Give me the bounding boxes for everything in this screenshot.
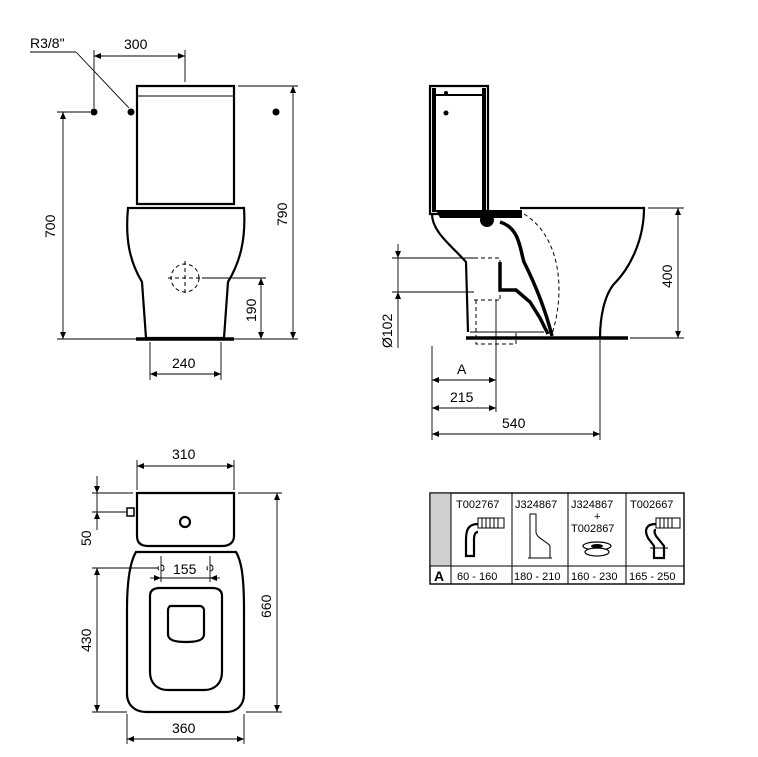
- dim-215-label: 215: [450, 389, 474, 405]
- front-view: R3/8" 300 700 790 190 240: [30, 35, 298, 380]
- dim-190-label: 190: [243, 298, 259, 322]
- wall-fixing-left-icon: [90, 108, 98, 116]
- connector-plus-3: +: [594, 511, 600, 523]
- top-bowl-water: [166, 604, 206, 644]
- dim-300-label: 300: [124, 36, 148, 52]
- front-pan: [126, 206, 246, 340]
- side-pan-bowl: [520, 206, 646, 339]
- connector-range-2: 180 - 210: [514, 571, 560, 583]
- top-view: 310 50 660 155 430 360: [78, 446, 282, 744]
- connector-range-4: 165 - 250: [629, 571, 675, 583]
- connector-code-4: T002667: [630, 499, 673, 511]
- top-inlet-icon: [126, 507, 135, 517]
- dim-102-label: Ø102: [379, 314, 395, 348]
- dim-310-label: 310: [172, 446, 196, 462]
- side-view: 400 Ø102 A 215 540: [379, 84, 684, 440]
- dim-400-label: 400: [659, 264, 675, 288]
- top-bowl: [148, 586, 224, 692]
- dim-a-label: A: [457, 361, 467, 377]
- thread-size-label: R3/8": [30, 35, 65, 51]
- wall-fixing-right-icon: [272, 108, 280, 116]
- top-cistern: [135, 491, 236, 548]
- dim-155-label: 155: [173, 561, 197, 577]
- dim-790-label: 790: [274, 202, 290, 226]
- connector-code-3: J324867: [571, 499, 613, 511]
- connector-bend-icon: [464, 517, 505, 558]
- table-row-label: A: [434, 568, 444, 584]
- dim-240-label: 240: [172, 355, 196, 371]
- connector-table: A T002767 60 - 160 J324867 180 - 210 J32…: [429, 492, 685, 585]
- dim-540-label: 540: [502, 415, 526, 431]
- dim-360-label: 360: [172, 720, 196, 736]
- water-inlet-icon: [127, 108, 135, 116]
- connector-range-3: 160 - 230: [571, 571, 617, 583]
- connector-code-1: T002767: [456, 499, 499, 511]
- connector-range-1: 60 - 160: [457, 571, 497, 583]
- flush-button-icon: [178, 515, 192, 529]
- connector-straight-icon: [528, 513, 552, 559]
- connector-seal-icon: [582, 541, 612, 557]
- dim-430-label: 430: [78, 628, 94, 652]
- connector-code-2: J324867: [515, 499, 557, 511]
- front-cistern: [135, 84, 236, 206]
- fixing-hole-right-icon: [206, 564, 214, 572]
- side-outlet: [474, 257, 517, 345]
- dim-50-label: 50: [78, 530, 94, 546]
- dim-700-label: 700: [42, 214, 58, 238]
- top-pan: [125, 550, 246, 714]
- connector-offset-icon: [645, 517, 681, 560]
- side-trapway: [498, 220, 554, 337]
- connector-code-3b: T002867: [571, 523, 614, 535]
- dim-660-label: 660: [258, 594, 274, 618]
